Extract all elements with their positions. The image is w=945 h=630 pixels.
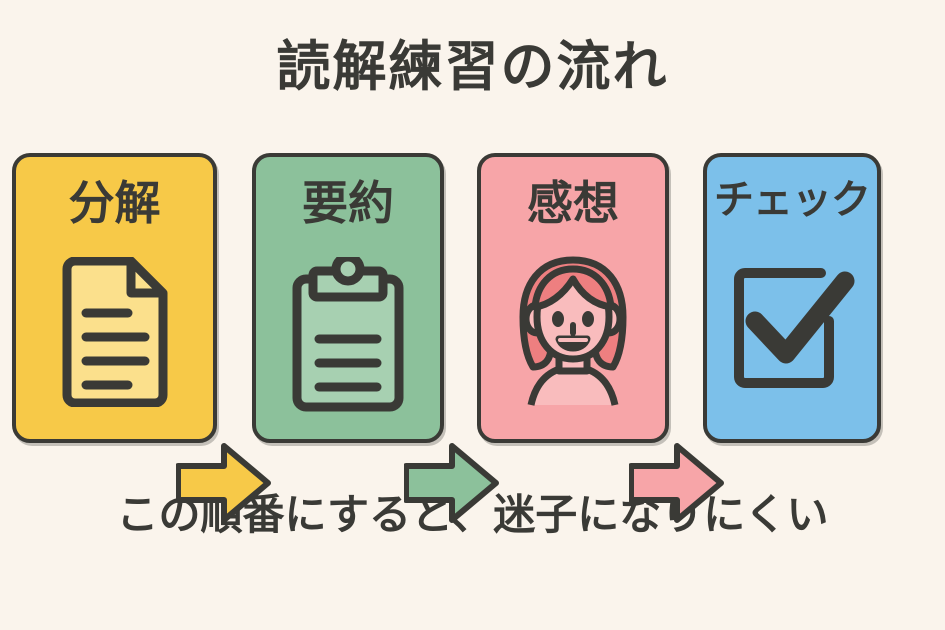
step-card-4-label: チェック	[714, 178, 871, 222]
step-card-4[interactable]: チェック	[703, 153, 881, 443]
checkbox-check-icon	[729, 259, 855, 402]
document-icon	[57, 256, 173, 412]
step-card-2[interactable]: 要約	[252, 153, 444, 443]
step-card-1[interactable]: 分解	[12, 153, 217, 443]
step-card-3[interactable]: 感想	[477, 153, 669, 443]
arrow-step-1-to-2	[175, 440, 272, 526]
page-title: 読解練習の流れ	[276, 37, 669, 97]
arrow-step-2-to-3	[403, 440, 500, 526]
clipboard-icon	[289, 252, 407, 420]
step-card-2-label: 要約	[302, 177, 394, 229]
steps-row: 分解 要約	[0, 153, 945, 523]
step-card-1-label: 分解	[68, 177, 161, 229]
arrow-step-3-to-4	[628, 440, 725, 526]
person-face-icon	[505, 255, 641, 412]
step-card-3-label: 感想	[527, 177, 619, 229]
